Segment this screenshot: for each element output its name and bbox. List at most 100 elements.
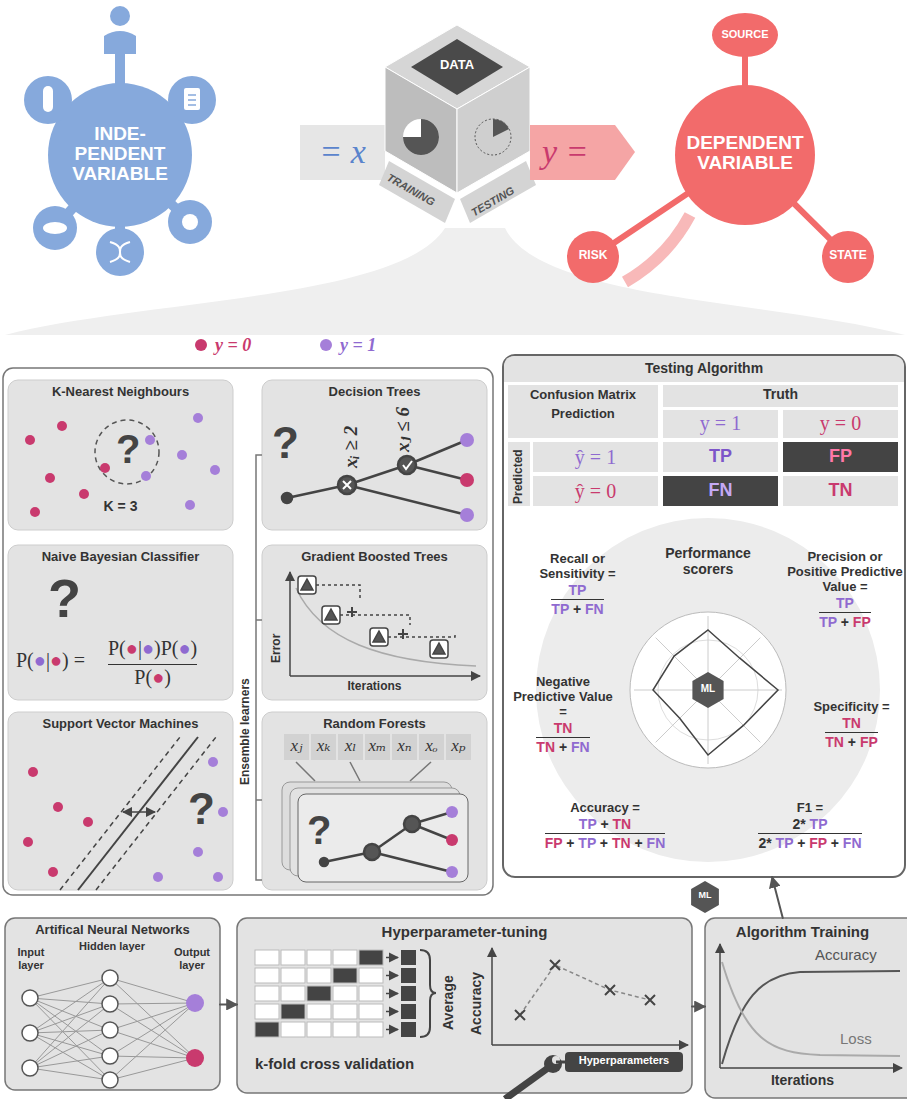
text-part: | [138, 637, 142, 659]
node-title: Random Forests [262, 717, 487, 732]
boosting-plot [430, 640, 448, 658]
fold-cell [255, 968, 279, 983]
node-text: 2* TP [792, 816, 827, 832]
metric-box: Negative Predictive Value =TNTN + FN [508, 660, 618, 770]
training-panel: Algorithm TrainingAccuracyLossIterations [705, 918, 907, 1096]
fold-cell [281, 1022, 305, 1037]
text-part: + [597, 816, 613, 832]
svm-plot [123, 811, 155, 813]
node-title: Algorithm Training [705, 923, 900, 940]
random-forest [446, 834, 458, 846]
node-text: xᵢ ≥ 2 [340, 426, 362, 468]
neuron-link [110, 1003, 195, 1080]
text-part: FN [843, 835, 862, 851]
fold-arrow [386, 957, 398, 959]
knn-scatter [95, 420, 159, 484]
fold-cell [255, 986, 279, 1001]
node-text: FN [663, 480, 778, 501]
ensemble-bracket [256, 455, 262, 880]
fold-cell [307, 968, 331, 983]
text-part: TN [536, 739, 555, 755]
random-forest [298, 794, 468, 882]
tuning-panel [237, 918, 692, 1093]
connector [772, 877, 783, 918]
testing-panel [503, 355, 905, 877]
node-text: FP + TP + TN + FN [545, 833, 666, 851]
fold-cell [359, 968, 383, 983]
node-text: y = 0 [783, 412, 898, 435]
text-part: + [555, 739, 571, 755]
independent-blob [24, 6, 216, 276]
node-text: P(●) [108, 664, 197, 689]
testing-panel [783, 410, 898, 438]
fold-cell [255, 1004, 279, 1019]
testing-panel [634, 616, 782, 764]
legend-swatch [195, 339, 207, 351]
blob-node: INDE- PENDENT VARIABLE [45, 90, 195, 220]
knn-scatter [45, 473, 55, 483]
svm-plot [60, 737, 180, 890]
svm-plot [213, 872, 223, 882]
decision-tree [460, 433, 474, 447]
icon-label: ML [690, 890, 720, 900]
neuron-link [110, 978, 195, 1058]
random-forest [419, 734, 444, 760]
knn-scatter [30, 507, 40, 517]
boosting-plot [298, 576, 316, 594]
node-text: K = 3 [8, 498, 233, 514]
neuron-link [30, 1004, 110, 1033]
fold-cell [333, 1022, 357, 1037]
fold-score [401, 986, 416, 1001]
node-text: TP + FP [819, 612, 871, 630]
independent-blob [24, 76, 72, 124]
node-text: TN [842, 715, 861, 731]
node-text: Hidden layer [67, 940, 157, 953]
text-part: ● [126, 637, 138, 659]
text-part: TN [825, 734, 844, 750]
testing-panel: Testing AlgorithmConfusion MatrixPredict… [503, 355, 905, 877]
neuron [102, 1022, 118, 1038]
data-funnel [5, 228, 905, 335]
testing-panel [783, 442, 898, 472]
random-forest [296, 762, 431, 781]
tuning-panel [565, 1052, 683, 1072]
testing-panel [630, 612, 786, 768]
neuron-link [110, 1003, 195, 1004]
random-forest [446, 866, 458, 878]
node-title: Testing Algorithm [503, 360, 905, 376]
tuning-panel [705, 918, 907, 1098]
knn-scatter [145, 435, 155, 445]
dependent-blob [712, 13, 778, 57]
text-part: TN [842, 715, 861, 731]
independent-blob [110, 6, 130, 26]
node-text: ? [307, 807, 331, 853]
testing-panel [663, 385, 898, 407]
fold-arrow [386, 1029, 398, 1031]
fold-cell [307, 1004, 331, 1019]
fold-score [401, 1004, 416, 1019]
algorithm-panel [5, 918, 220, 1090]
neuron-link [110, 1004, 195, 1058]
ensemble-bracket [256, 455, 262, 880]
node-title: SOURCE [712, 28, 778, 41]
node-title: y = [542, 132, 589, 171]
feature-label: xₗ [338, 736, 363, 756]
node-text: Accuracy [468, 972, 484, 1035]
text-part: FP [860, 734, 878, 750]
data-cube [403, 119, 439, 155]
testing-panel [533, 476, 658, 506]
feature-label: xₖ [311, 736, 336, 756]
text-part: 2* [758, 835, 775, 851]
tuning-panel [520, 965, 650, 1015]
data-cube [411, 39, 503, 95]
node-text: Truth [663, 386, 898, 402]
icon-label: ML [693, 683, 723, 695]
tuning-panel [255, 950, 416, 1037]
connector [795, 204, 830, 238]
feature-label: xₙ [392, 736, 417, 756]
blob-node: DEPENDENT VARIABLE [675, 85, 815, 225]
knn-scatter [193, 413, 203, 423]
node-title: Decision Trees [262, 385, 487, 400]
boosting-plot [370, 628, 388, 646]
text-part: TP [569, 582, 587, 598]
